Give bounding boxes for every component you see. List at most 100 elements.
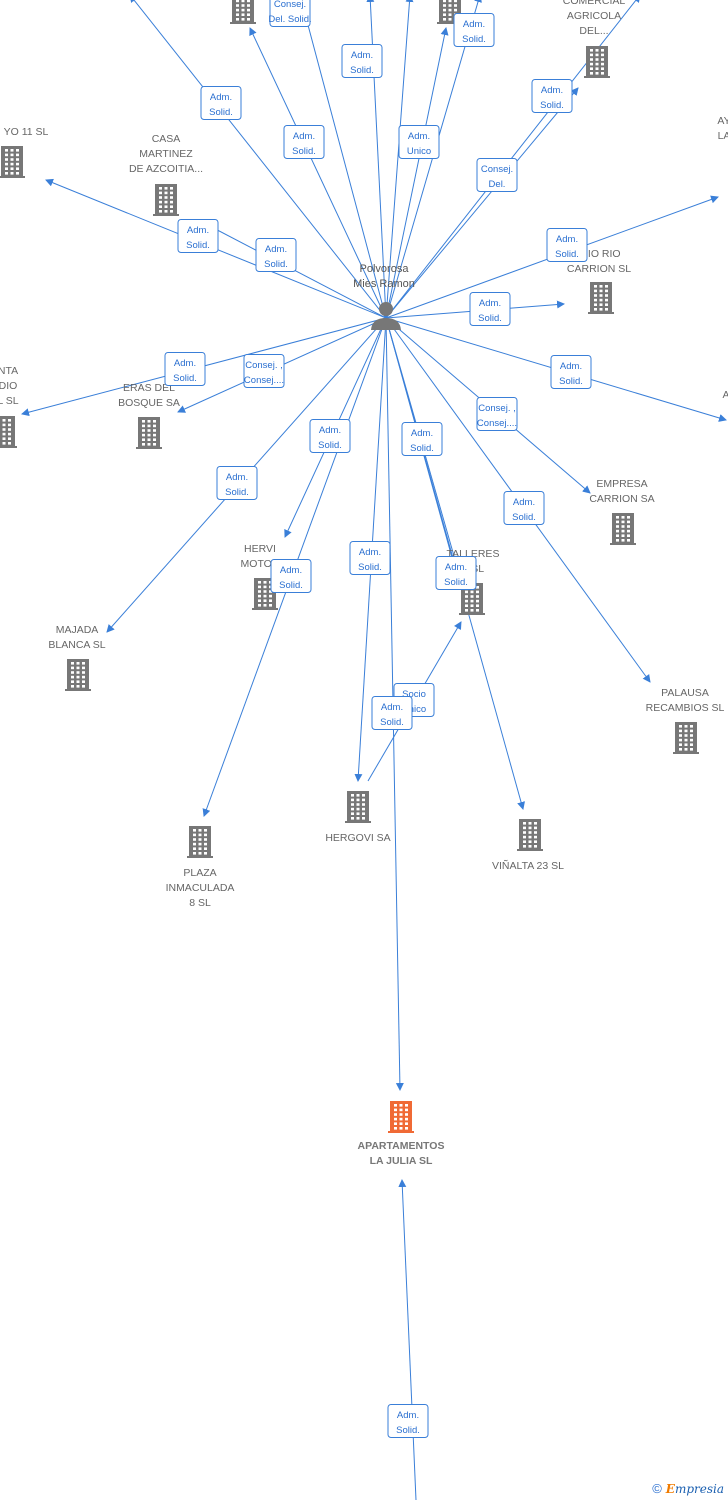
- edge-label-text: Adm.: [560, 361, 582, 372]
- edge-label-text: Solid.: [358, 562, 382, 573]
- edge-label[interactable]: Adm.Solid.: [550, 355, 592, 389]
- person-name-line[interactable]: Mies Ramon: [353, 278, 415, 290]
- edge-label-text: Solid.: [512, 512, 536, 523]
- edge-label[interactable]: Consej. ,Consej....: [243, 354, 285, 388]
- person-name-line[interactable]: Polvorosa: [360, 263, 410, 275]
- edge-label[interactable]: Adm.Solid.: [546, 228, 588, 262]
- edge-line: [297, 0, 387, 319]
- edge-label[interactable]: Adm. Solid.: [453, 13, 495, 47]
- edge-label[interactable]: Adm.Solid.: [401, 422, 443, 456]
- edge-label[interactable]: Adm.Solid.: [435, 556, 477, 590]
- edge-label-text: Adm.: [319, 425, 341, 436]
- edge-label-text: Solid.: [292, 146, 316, 157]
- edge-label-text: Solid.: [478, 313, 502, 324]
- edge-label[interactable]: Adm. Solid.: [177, 219, 219, 253]
- edge-label-text: Solid.: [186, 240, 210, 251]
- edge-label-text: Solid.: [173, 373, 197, 384]
- company-label: DE AZCOITIA...: [129, 163, 203, 175]
- company-label: AGRICOLA: [567, 10, 621, 22]
- company-label: AY: [717, 115, 728, 127]
- company-label: NTA: [0, 365, 18, 377]
- company-node-comercial-agricola[interactable]: COMERCIALAGRICOLADEL...: [563, 0, 626, 78]
- company-node-mayo-11[interactable]: YO 11 SL: [0, 126, 49, 178]
- edge-label-text: Solid.: [462, 34, 486, 45]
- edge-label[interactable]: Adm.Solid.: [503, 491, 545, 525]
- edge-label-text: Solid.: [209, 107, 233, 118]
- building-icon: [0, 146, 25, 178]
- company-node-hergovi[interactable]: HERGOVI SA: [325, 791, 391, 844]
- company-node-left-mid[interactable]: NTA DIO L SL: [0, 365, 19, 448]
- edge-label-text: Adm.: [210, 92, 232, 103]
- company-label: HERVI: [244, 543, 276, 555]
- edge-label[interactable]: Adm.Unico: [398, 125, 440, 159]
- company-node-top-left-1[interactable]: [230, 0, 256, 24]
- edge-label-text: Adm.: [541, 85, 563, 96]
- edge-label-text: Único: [402, 704, 426, 715]
- edge-label[interactable]: Adm. Solid.: [309, 419, 351, 453]
- edge-label-text: Adm.: [293, 131, 315, 142]
- company-node-right-mid[interactable]: A: [722, 389, 728, 401]
- focus-company-label: LA JULIA SL: [370, 1155, 433, 1167]
- edge-label[interactable]: Adm.Solid.: [216, 466, 258, 500]
- edge-label-text: Adm.: [556, 234, 578, 245]
- company-node-vinalta-23[interactable]: VIÑALTA 23 SL: [492, 819, 564, 872]
- company-label: YO 11 SL: [4, 126, 49, 138]
- edge-label-text: Adm.: [381, 702, 403, 713]
- edge-label[interactable]: Adm. Solid.: [371, 696, 413, 730]
- building-icon: [65, 659, 91, 691]
- person-icon: [371, 302, 401, 330]
- company-label: DIO: [0, 380, 17, 392]
- edge-label-text: Adm.: [479, 298, 501, 309]
- edge-label[interactable]: Adm. Solid.: [469, 292, 511, 326]
- edge-label-text: Adm.: [187, 225, 209, 236]
- company-label: CARRION SA: [589, 493, 654, 505]
- edge-label[interactable]: Adm. Solid.: [255, 238, 297, 272]
- company-label: L SL: [0, 395, 19, 407]
- building-icon: [230, 0, 256, 24]
- edge-line: [398, 1179, 417, 1500]
- building-icon: [187, 826, 213, 858]
- edge-label-text: Adm.: [359, 547, 381, 558]
- edge-label[interactable]: Adm.Solid.: [164, 352, 206, 386]
- edge-label[interactable]: Adm. Solid.: [283, 125, 325, 159]
- edge-label[interactable]: Consej. ,Consej....: [476, 397, 518, 431]
- edge-label[interactable]: Adm.Solid.: [531, 79, 573, 113]
- edge-line: [385, 87, 579, 319]
- company-node-empresa-carrion[interactable]: EMPRESA CARRION SA: [589, 478, 655, 545]
- edge-labels-layer: Consej.Del. Solid.Adm.Solid.Adm.Solid.Ad…: [164, 0, 592, 1438]
- edge-label-text: Solid.: [264, 259, 288, 270]
- company-label: DEL...: [579, 25, 608, 37]
- company-label: PLAZA: [183, 867, 216, 879]
- edge-label-text: Adm.: [265, 244, 287, 255]
- edge-label[interactable]: Adm. Solid.: [349, 541, 391, 575]
- edge-label[interactable]: Adm.Solid.: [387, 1404, 429, 1438]
- company-label: EMPRESA: [596, 478, 647, 490]
- building-icon: [0, 416, 17, 448]
- edge-label-text: Solid.: [380, 717, 404, 728]
- edge-label[interactable]: Adm.Solid.: [270, 559, 312, 593]
- edge-label-text: Adm.: [280, 565, 302, 576]
- edge-label-text: Solid.: [350, 65, 374, 76]
- brand-logo: Empresia: [665, 1482, 724, 1496]
- edge-label-text: Adm.: [463, 19, 485, 30]
- edge-label-text: Solid.: [410, 443, 434, 454]
- edge-label[interactable]: Adm.Solid.: [341, 44, 383, 78]
- edge-label-text: Del. Solid.: [268, 14, 311, 25]
- edge-label[interactable]: Consej.Del.: [476, 158, 518, 192]
- building-icon: [673, 722, 699, 754]
- edge-label-text: Consej.: [481, 164, 513, 175]
- edge-label-text: Unico: [407, 146, 431, 157]
- edge-label[interactable]: Adm. Solid.: [200, 86, 242, 120]
- edge-label-text: Solid.: [318, 440, 342, 451]
- edge-label[interactable]: Consej.Del. Solid.: [268, 0, 312, 27]
- edge-label-text: Solid.: [225, 487, 249, 498]
